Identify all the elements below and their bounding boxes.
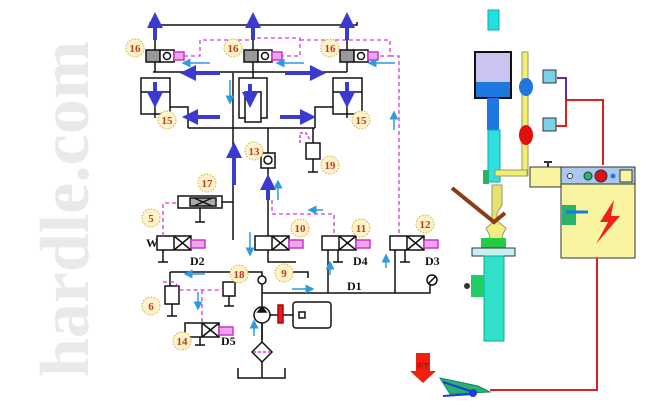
badge-9: 9 (274, 263, 294, 283)
hydraulic-circuit (140, 22, 439, 379)
svg-text:5: 5 (148, 213, 154, 225)
solenoid-labels: D2 D4 D3 D1 D5 W (146, 236, 440, 348)
press-machine: 向下 (410, 9, 636, 397)
press-down-arrow: 向下 (410, 353, 436, 383)
badge-14: 14 (172, 331, 192, 351)
valve-16-left (145, 49, 185, 63)
svg-text:9: 9 (281, 268, 287, 280)
label-d5: D5 (221, 334, 236, 348)
relief-valve-19 (299, 128, 321, 173)
valve-12 (389, 235, 439, 293)
relief-valve-18 (222, 281, 236, 307)
component-badges: 16 16 16 15 15 13 19 17 5 10 11 12 9 18 … (125, 38, 435, 351)
limit-switch-top (542, 69, 557, 84)
valve-11 (321, 235, 371, 293)
lightning-icon (596, 200, 620, 244)
svg-text:6: 6 (148, 301, 154, 313)
badge-16-right: 16 (320, 38, 340, 58)
badge-6: 6 (141, 296, 161, 316)
badge-11: 11 (351, 218, 371, 238)
valve-16-center (243, 49, 283, 63)
svg-text:13: 13 (249, 146, 261, 158)
valve-16-right (339, 49, 379, 63)
valve-14 (184, 322, 234, 346)
pedal-wire (490, 258, 598, 391)
label-d3: D3 (425, 254, 440, 268)
badge-18: 18 (229, 264, 249, 284)
svg-text:向下: 向下 (417, 362, 429, 370)
label-d4: D4 (353, 254, 368, 268)
svg-text:19: 19 (325, 160, 337, 172)
cylinder-center (232, 73, 268, 128)
coupling (277, 304, 284, 324)
label-d2: D2 (190, 254, 205, 268)
check-valve-13 (263, 155, 273, 165)
badge-17: 17 (197, 173, 217, 193)
badge-16-left: 16 (125, 38, 145, 58)
main-flow-arrows (147, 12, 355, 200)
badge-10: 10 (290, 218, 310, 238)
svg-text:16: 16 (130, 43, 142, 55)
electric-motor (292, 301, 332, 329)
limit-switch-bottom (542, 117, 557, 132)
foot-pedal (438, 377, 492, 397)
svg-text:17: 17 (202, 178, 214, 190)
badge-12: 12 (415, 214, 435, 234)
svg-text:18: 18 (234, 269, 246, 281)
svg-text:15: 15 (162, 115, 174, 127)
svg-text:10: 10 (295, 223, 307, 235)
valve-10 (254, 235, 309, 278)
svg-text:14: 14 (177, 336, 189, 348)
badge-16-center: 16 (223, 38, 243, 58)
svg-text:16: 16 (228, 43, 240, 55)
check-valve-18 (257, 275, 267, 285)
badge-5: 5 (141, 208, 161, 228)
relief-valve-6 (164, 272, 180, 317)
badge-19: 19 (320, 155, 340, 175)
throttle-valve-17 (177, 128, 234, 240)
control-box (529, 161, 636, 259)
tank (237, 362, 286, 379)
watermark: hardle.com (27, 41, 104, 377)
svg-text:16: 16 (325, 43, 337, 55)
spring-mark: W (146, 236, 158, 250)
return-flow-arrows (181, 58, 399, 336)
svg-text:15: 15 (356, 115, 368, 127)
badge-15-right: 15 (351, 110, 371, 130)
badge-13: 13 (244, 141, 264, 161)
badge-15-left: 15 (157, 110, 177, 130)
svg-text:12: 12 (420, 219, 432, 231)
label-d1: D1 (347, 279, 362, 293)
svg-text:11: 11 (356, 223, 366, 235)
valve-5 (156, 235, 206, 263)
